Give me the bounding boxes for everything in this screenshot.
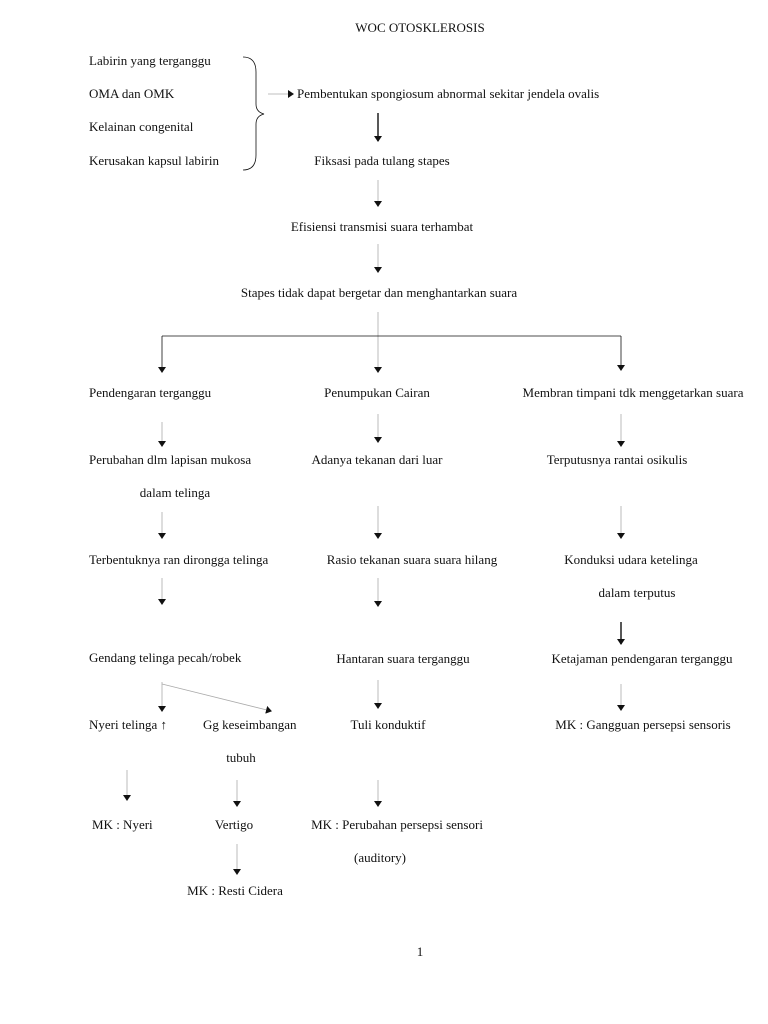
mk-persepsi-sensori-2: (auditory)	[354, 850, 406, 865]
node-rantai-osikulis: Terputusnya rantai osikulis	[546, 452, 688, 467]
cause-oma-omk: OMA dan OMK	[89, 86, 175, 101]
node-ketajaman: Ketajaman pendengaran terganggu	[551, 651, 733, 666]
mk-nyeri: MK : Nyeri	[92, 817, 153, 832]
mk-resti-cidera: MK : Resti Cidera	[187, 883, 283, 898]
node-vertigo: Vertigo	[214, 817, 254, 832]
node-stapes: Stapes tidak dapat bergetar dan menghant…	[240, 285, 518, 300]
node-spongiosum: Pembentukan spongiosum abnormal sekitar …	[297, 86, 600, 101]
node-fiksasi: Fiksasi pada tulang stapes	[314, 153, 450, 168]
node-terbentuknya-ran: Terbentuknya ran dirongga telinga	[89, 552, 269, 567]
node-gg-keseimbangan-2: tubuh	[226, 750, 256, 765]
mk-persepsi-sensori: MK : Perubahan persepsi sensori	[311, 817, 483, 832]
cause-labirin: Labirin yang terganggu	[89, 53, 211, 68]
node-pendengaran: Pendengaran terganggu	[89, 385, 212, 400]
node-gg-keseimbangan: Gg keseimbangan	[203, 717, 297, 732]
node-tuli-konduktif: Tuli konduktif	[350, 717, 426, 732]
node-penumpukan-cairan: Penumpukan Cairan	[324, 385, 430, 400]
node-gendang: Gendang telinga pecah/robek	[89, 650, 242, 665]
node-perubahan-mukosa-2: dalam telinga	[139, 485, 211, 500]
arrow-left-diag	[161, 683, 272, 714]
cause-kapsul: Kerusakan kapsul labirin	[89, 153, 219, 168]
cause-brace	[242, 56, 265, 171]
diagram-title: WOC OTOSKLEROSIS	[355, 20, 485, 35]
page-number: 1	[416, 944, 424, 959]
node-rasio-tekanan: Rasio tekanan suara suara hilang	[326, 552, 498, 567]
node-perubahan-mukosa: Perubahan dlm lapisan mukosa	[89, 452, 252, 467]
node-membran-timpani: Membran timpani tdk menggetarkan suara	[522, 385, 744, 400]
node-hantaran-suara: Hantaran suara terganggu	[336, 651, 470, 666]
node-nyeri-telinga: Nyeri telinga ↑	[89, 717, 167, 732]
node-konduksi-udara-2: dalam terputus	[598, 585, 676, 600]
node-tekanan-luar: Adanya tekanan dari luar	[311, 452, 443, 467]
mk-gangguan-persepsi: MK : Gangguan persepsi sensoris	[555, 717, 731, 732]
node-konduksi-udara: Konduksi udara ketelinga	[564, 552, 698, 567]
cause-congenital: Kelainan congenital	[89, 119, 194, 134]
node-efisiensi: Efisiensi transmisi suara terhambat	[290, 219, 474, 234]
